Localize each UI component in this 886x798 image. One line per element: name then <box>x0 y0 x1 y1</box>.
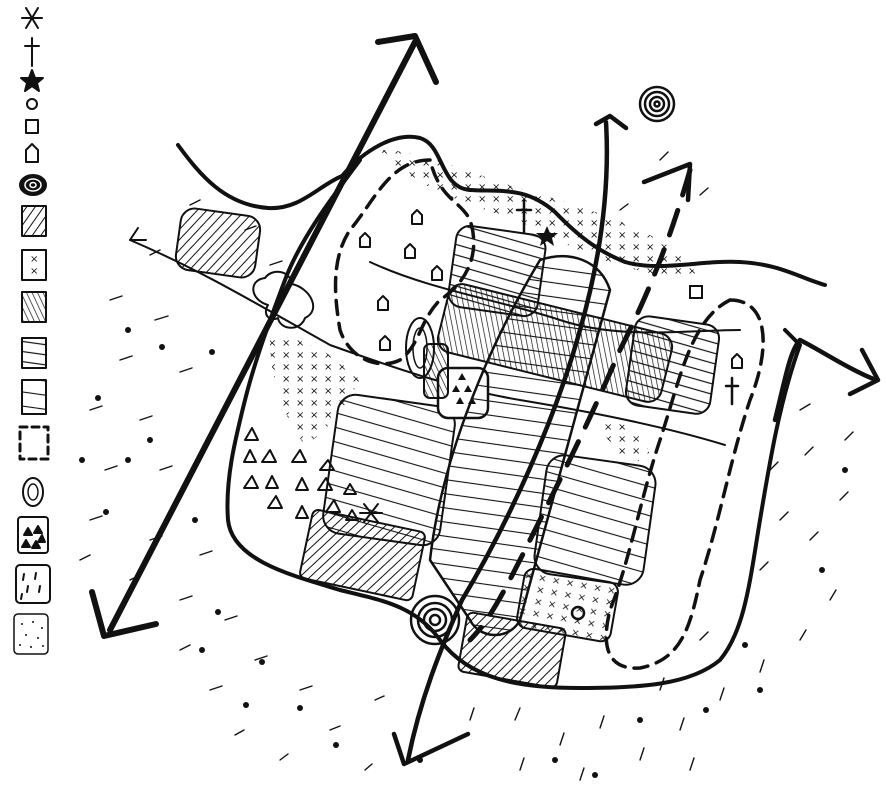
dense-hatch-swatch <box>21 291 47 323</box>
ground-dots <box>79 327 848 778</box>
legend <box>13 7 51 655</box>
dense-hatch-small <box>423 343 449 399</box>
triangles-swatch <box>17 516 49 554</box>
ground-texture <box>79 151 854 781</box>
square-icon <box>25 119 39 134</box>
dashed-boundary-north <box>333 158 476 366</box>
north-dashed-arrow-head <box>641 161 693 203</box>
dashed-boundary-east <box>604 298 765 670</box>
vegetation-zone-east <box>600 420 650 462</box>
dashed-boundary-swatch <box>18 425 50 461</box>
dashes-swatch <box>15 564 51 604</box>
house-icon <box>25 143 39 163</box>
crosshatch-swatch <box>21 249 47 281</box>
circle-marker <box>570 605 586 621</box>
vegetation-zone-north <box>380 150 700 280</box>
hatched-block-nw <box>174 207 262 279</box>
spiral-landmark-north <box>638 85 676 123</box>
flower-shape <box>252 270 315 329</box>
cross-icon <box>24 37 40 67</box>
dots-swatch <box>13 613 49 655</box>
lined-swatch <box>21 379 47 415</box>
horizontal-hatch-swatch <box>21 337 47 369</box>
cross-marker-east <box>724 376 740 406</box>
oval-icon <box>22 477 44 507</box>
hatched-block-south <box>299 509 426 602</box>
site-outline <box>225 158 802 690</box>
square-marker <box>689 285 703 299</box>
east-axis <box>772 337 881 423</box>
circle-icon <box>26 98 38 110</box>
oval-pond <box>405 317 435 379</box>
vegetation-zone-west <box>270 338 360 445</box>
house-markers <box>359 209 743 369</box>
triangle-trees-small <box>452 373 476 404</box>
dashed-route <box>467 167 693 643</box>
spiral-landmark-south <box>409 594 461 646</box>
triangle-trees <box>243 427 359 521</box>
star-icon <box>20 69 44 92</box>
road-west <box>129 239 726 446</box>
secondary-axis <box>391 113 629 767</box>
diagonal-hatch-swatch <box>21 205 47 237</box>
road-arrow-west <box>129 227 147 241</box>
cross-marker-north <box>515 198 533 234</box>
star-marker <box>536 226 558 246</box>
asterisk-icon <box>21 7 43 29</box>
asterisk-marker <box>359 503 383 523</box>
spiral-icon <box>19 174 47 196</box>
main-axis-diagonal <box>89 33 439 639</box>
